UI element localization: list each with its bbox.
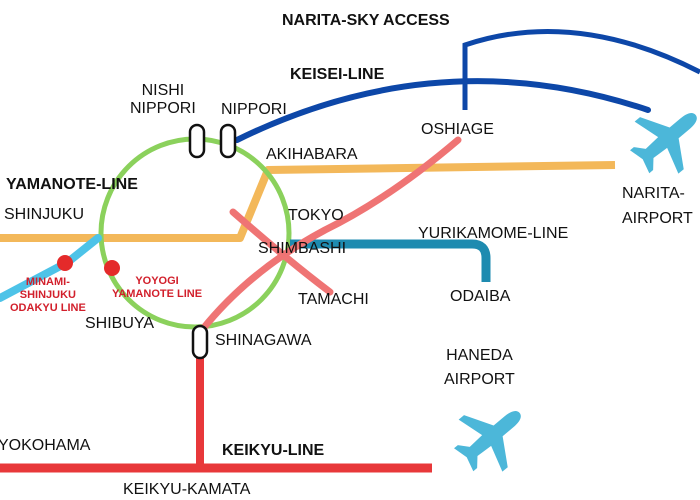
yurikamome-line-label: YURIKAMOME-LINE — [418, 225, 569, 242]
oshiage-label: OSHIAGE — [421, 121, 494, 138]
yurikamome-line — [290, 239, 491, 282]
minami-shinjuku-label: MINAMI- SHINJUKU ODAKYU LINE — [10, 276, 86, 315]
keikyu-kamata-label: KEIKYU-KAMATA — [123, 481, 251, 498]
haneda-airport-label-line1: HANEDA — [446, 347, 513, 364]
yoyogi-dot — [104, 260, 120, 276]
yamanote-line-label: YAMANOTE-LINE — [6, 176, 138, 193]
odaiba-label: ODAIBA — [450, 288, 511, 305]
tokyo-label: TOKYO — [288, 207, 344, 224]
keikyu-line-label: KEIKYU-LINE — [222, 442, 325, 459]
nippori-label: NIPPORI — [221, 101, 287, 118]
akihabara-label: AKIHABARA — [266, 146, 358, 163]
minami-shinjuku-label-line1: MINAMI- — [25, 276, 70, 288]
narita-sky-access-line — [462, 28, 700, 110]
chuo-line — [0, 161, 616, 242]
yokohama-label: YOKOHAMA — [0, 437, 91, 454]
tamachi-label: TAMACHI — [298, 291, 369, 308]
shinjuku-label: SHINJUKU — [4, 206, 85, 223]
minami-shinjuku-label-line2: SHINJUKU — [19, 289, 76, 301]
shinagawa-marker — [191, 324, 209, 360]
asakusa-line — [198, 136, 462, 334]
minami-shinjuku-dot — [57, 255, 73, 271]
shimbashi-label: SHIMBASHI — [258, 240, 347, 257]
nippori-marker — [219, 123, 237, 159]
keisei-line — [234, 78, 651, 143]
nishi-nippori-label-line2: NIPPORI — [130, 100, 196, 117]
narita-airport-label: NARITA- AIRPORT — [622, 181, 693, 231]
shinagawa-label: SHINAGAWA — [215, 332, 312, 349]
shibuya-label: SHIBUYA — [85, 315, 155, 332]
haneda-airport-label: HANEDA AIRPORT — [444, 344, 515, 392]
nishi-nippori-marker — [188, 123, 206, 159]
minami-shinjuku-label-line3: ODAKYU LINE — [10, 302, 86, 314]
narita-airport-label-line2: AIRPORT — [622, 210, 693, 227]
keisei-line-label: KEISEI-LINE — [290, 66, 385, 83]
narita-sky-access-label: NARITA-SKY ACCESS — [282, 12, 450, 29]
haneda-airplane-icon — [441, 386, 542, 486]
yoyogi-label-line2: YAMANOTE LINE — [112, 288, 203, 300]
nishi-nippori-label: NISHI NIPPORI — [130, 82, 196, 118]
yoyogi-label-line1: YOYOGI — [135, 275, 179, 287]
nishi-nippori-label-line1: NISHI — [141, 82, 185, 99]
haneda-airport-label-line2: AIRPORT — [444, 371, 515, 388]
yoyogi-label: YOYOGI YAMANOTE LINE — [112, 275, 202, 301]
asakusa-branch — [229, 208, 334, 296]
narita-airport-label-line1: NARITA- — [622, 185, 685, 202]
